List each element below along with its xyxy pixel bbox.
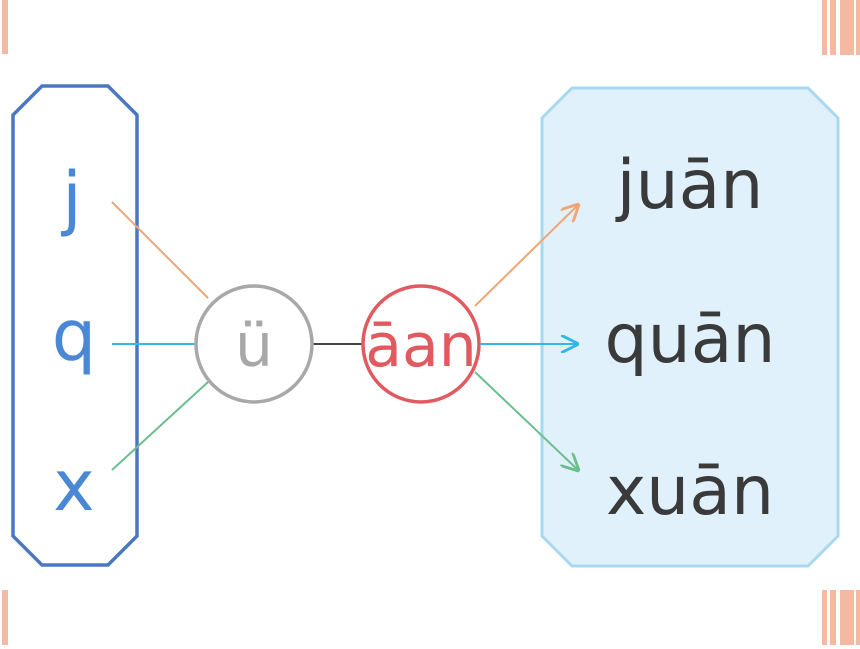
corner-decoration-top-right — [822, 0, 860, 55]
initial-j: j — [60, 157, 81, 239]
medial-circle — [194, 284, 314, 404]
line-x-to-u — [111, 381, 209, 471]
arrow-to-xuan — [474, 371, 578, 470]
corner-decoration-bottom-right — [822, 590, 860, 645]
result-xuan: xuān — [606, 452, 774, 531]
results-box — [540, 86, 840, 568]
medial-label: ü — [235, 311, 273, 381]
arrow-to-juan — [474, 205, 578, 307]
result-juan: juān — [615, 146, 764, 225]
initials-box — [11, 84, 139, 567]
initial-x: x — [53, 445, 94, 527]
initial-q: q — [52, 295, 96, 377]
line-j-to-u — [111, 201, 209, 299]
corner-decoration-bottom-left — [2, 590, 8, 645]
final-circle — [361, 284, 481, 404]
corner-decoration-top-left — [2, 0, 8, 54]
result-quan: quān — [604, 300, 775, 379]
final-label: āan — [365, 311, 477, 381]
